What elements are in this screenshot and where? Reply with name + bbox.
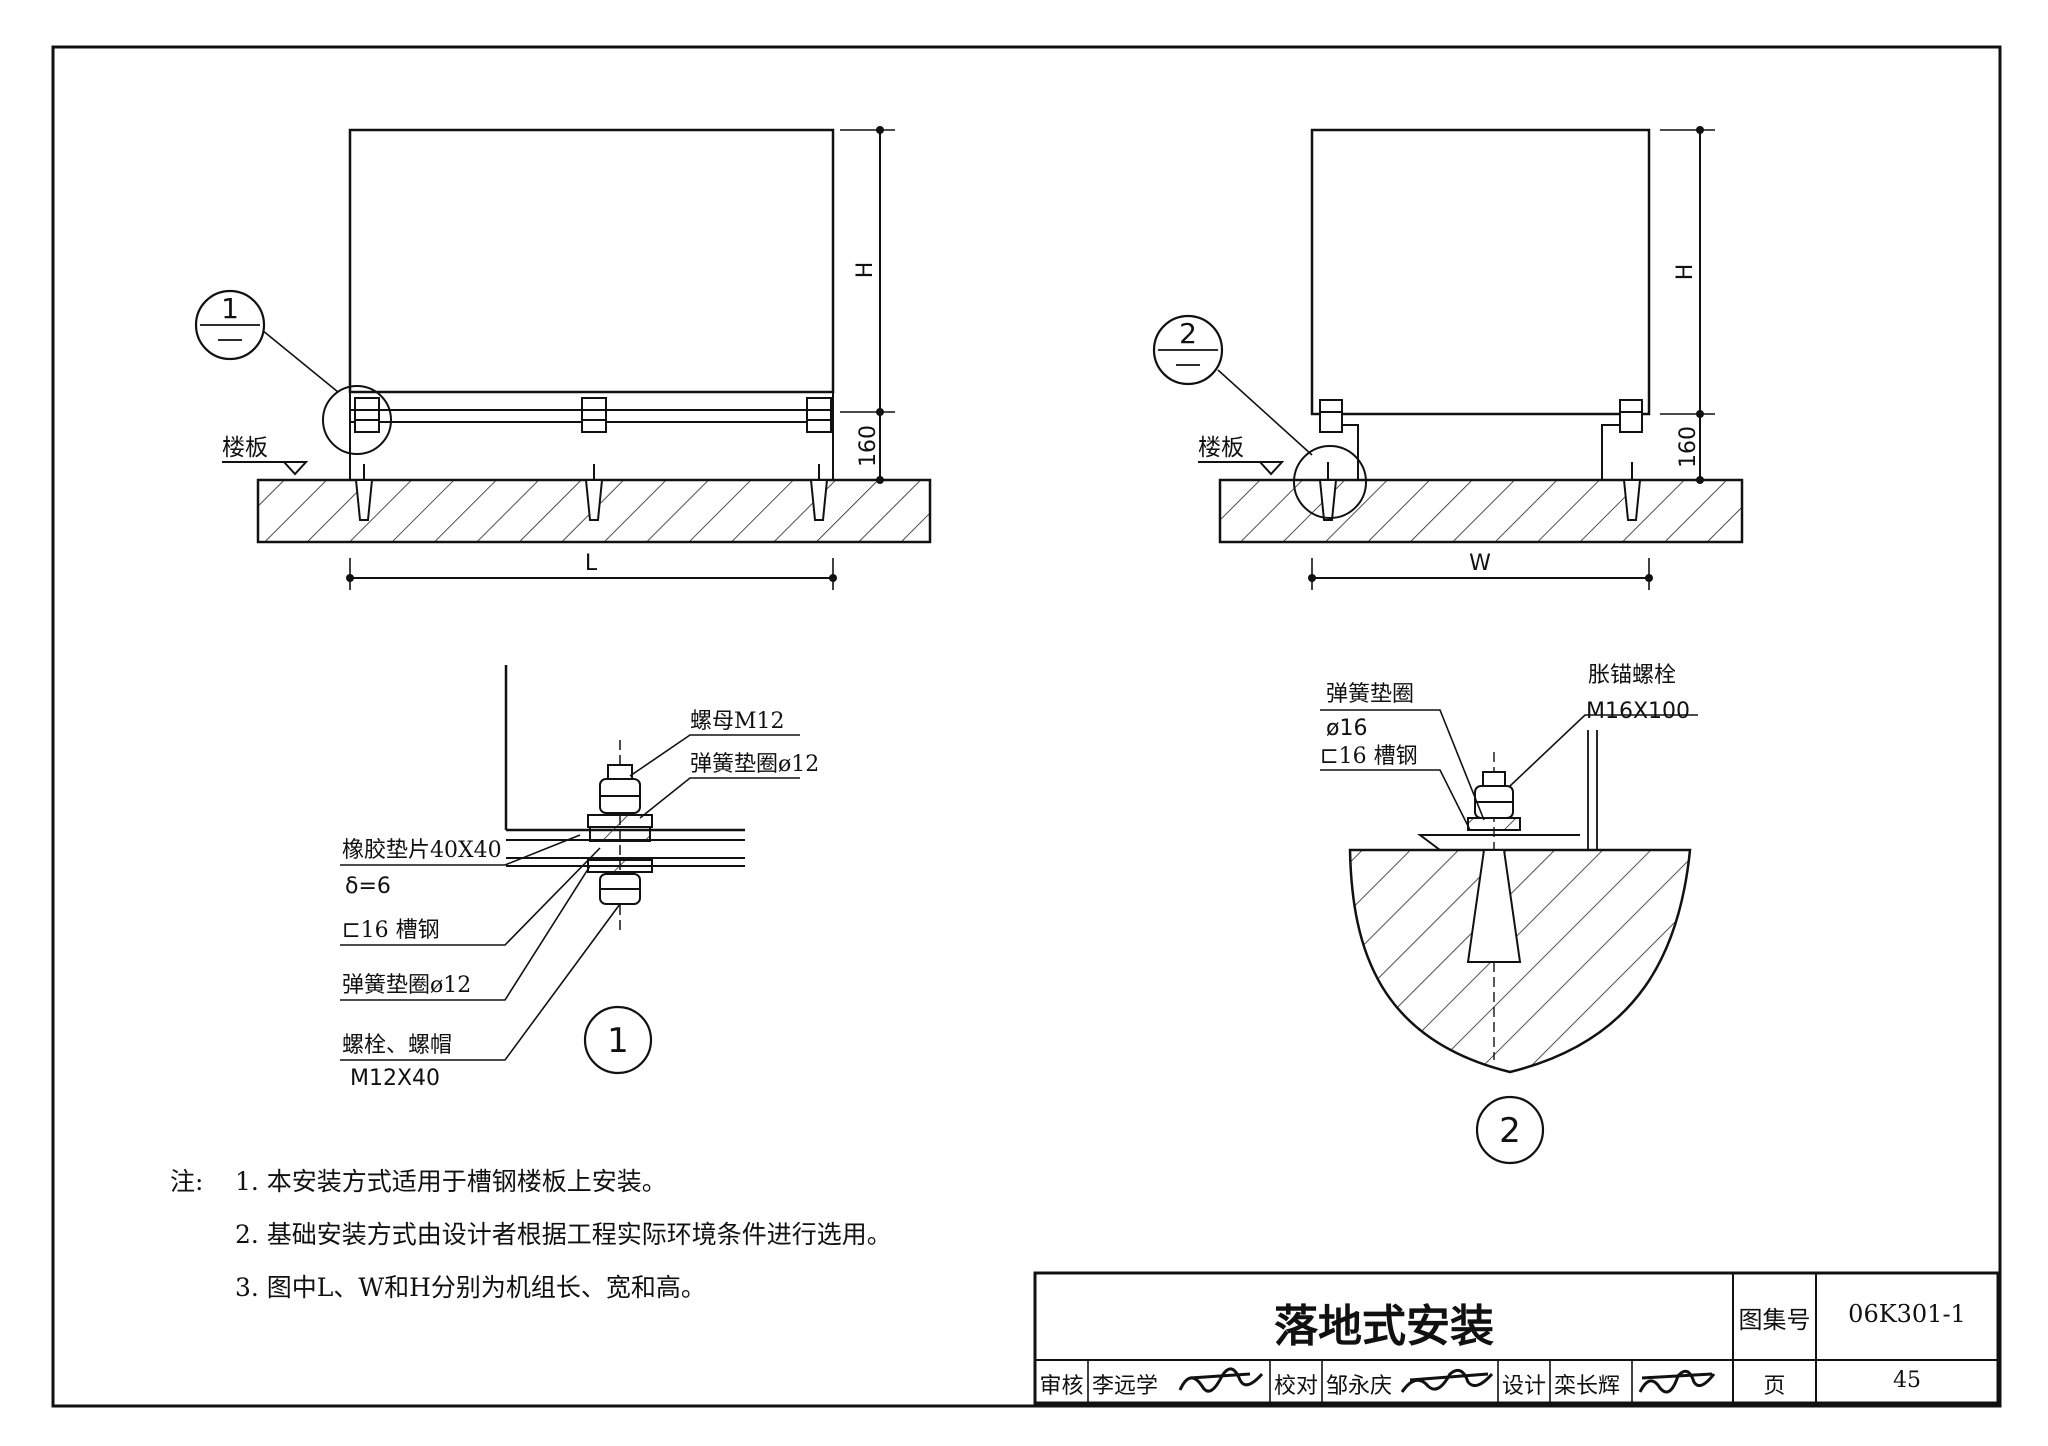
notes-prefix: 注: <box>170 1167 204 1196</box>
note-item-2: 2. 基础安装方式由设计者根据工程实际环境条件进行选用。 <box>235 1220 892 1249</box>
callout-number-2: 2 <box>1179 317 1197 350</box>
bolt-stack <box>354 397 832 433</box>
detail-marker-1 <box>583 1005 653 1075</box>
checker-name: 邹永庆 <box>1326 1374 1393 1399</box>
label-channel-1: ⊏16 槽钢 <box>342 918 440 943</box>
height-label-left: H <box>853 262 878 279</box>
note-item-3: 3. 图中L、W和H分别为机组长、宽和高。 <box>235 1273 706 1302</box>
callout-number-1: 1 <box>221 292 239 325</box>
detail-zoom-circle-1 <box>322 385 392 455</box>
floor-slab-right <box>1218 478 1744 544</box>
label-rubber-pad: 橡胶垫片40X40 <box>342 838 502 863</box>
detail-1: 螺母M12 弹簧垫圈ø12 橡胶垫片40X40 δ=6 ⊏16 槽钢 弹簧垫圈ø… <box>340 665 819 1091</box>
note-item-1: 1. 本安装方式适用于槽钢楼板上安装。 <box>235 1167 667 1196</box>
signature-designer <box>1638 1369 1716 1394</box>
left-elevation: 楼板 H 160 L 1 <box>194 126 932 590</box>
unit-body-left <box>348 128 835 394</box>
label-anchor: 胀锚螺栓 <box>1588 663 1676 688</box>
label-washer-top: 弹簧垫圈ø12 <box>690 752 819 777</box>
designer-name: 栾长辉 <box>1554 1374 1621 1399</box>
height-label-right: H <box>1673 264 1698 281</box>
atlas-number: 06K301-1 <box>1848 1300 1966 1328</box>
base-height-right: 160 <box>1676 426 1701 468</box>
label-washer-bottom: 弹簧垫圈ø12 <box>342 973 471 998</box>
atlas-label: 图集号 <box>1738 1306 1811 1334</box>
label-washer-size-2: ø16 <box>1326 716 1367 741</box>
title-block <box>1033 1271 2000 1405</box>
signature-reviewer <box>1178 1367 1264 1393</box>
label-bolt: 螺栓、螺帽 <box>342 1033 452 1058</box>
page-number: 45 <box>1893 1368 1921 1393</box>
detail-zoom-circle-2 <box>1293 445 1367 519</box>
length-label: L <box>585 551 598 576</box>
drawing-title: 落地式安装 <box>1274 1301 1494 1352</box>
detail-2: 弹簧垫圈 ø16 ⊏16 槽钢 胀锚螺栓 M16X100 2 <box>1320 663 1698 1165</box>
design-label: 设计 <box>1501 1374 1546 1399</box>
label-bolt-size: M12X40 <box>350 1066 440 1091</box>
label-washer-2: 弹簧垫圈 <box>1326 682 1414 707</box>
anchor-bolts <box>354 464 829 521</box>
detail-marker-2 <box>1475 1095 1545 1165</box>
label-nut: 螺母M12 <box>690 709 785 734</box>
right-elevation: 楼板 H 160 W 2 <box>1152 126 1744 590</box>
base-height-left: 160 <box>856 425 881 467</box>
floor-label-right: 楼板 <box>1198 435 1244 461</box>
label-pad-thickness: δ=6 <box>345 874 391 899</box>
review-label: 审核 <box>1039 1374 1084 1399</box>
width-label: W <box>1469 551 1491 576</box>
detail-marker-number-2: 2 <box>1499 1111 1521 1151</box>
unit-body-right <box>1310 128 1651 416</box>
detail-marker-number-1: 1 <box>607 1021 629 1061</box>
sheet-border <box>51 45 2002 1408</box>
signature-checker <box>1400 1368 1494 1393</box>
label-anchor-size: M16X100 <box>1586 699 1690 724</box>
label-channel-2: ⊏16 槽钢 <box>1320 744 1418 769</box>
reviewer-name: 李远学 <box>1092 1374 1159 1399</box>
floor-label-left: 楼板 <box>222 435 268 461</box>
page-label: 页 <box>1763 1374 1786 1399</box>
check-label: 校对 <box>1273 1374 1318 1399</box>
